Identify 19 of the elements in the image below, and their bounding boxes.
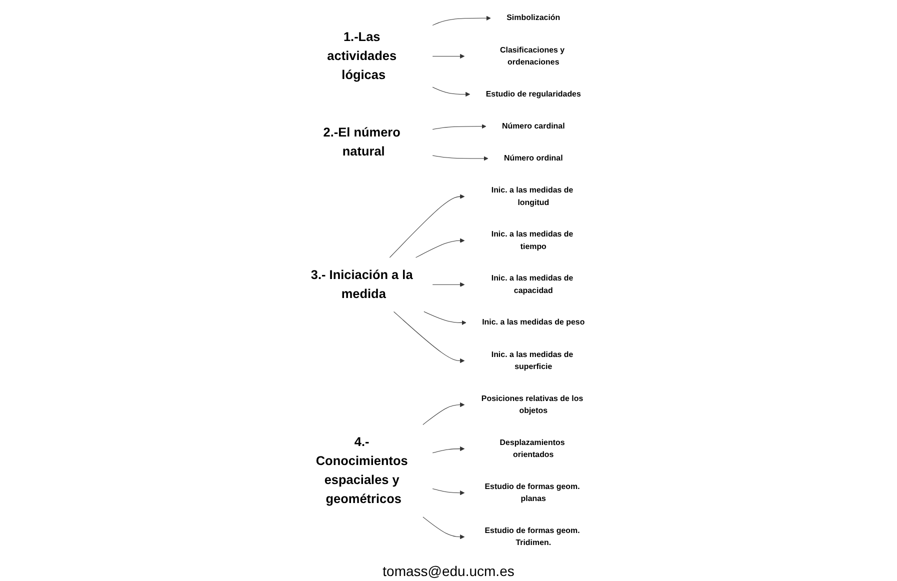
node-text: 3.- Iniciación a la medida xyxy=(310,268,413,302)
arrow xyxy=(422,402,465,425)
arrow xyxy=(389,194,465,258)
arrow xyxy=(432,16,491,26)
arrow xyxy=(416,238,465,258)
arrow xyxy=(432,124,486,130)
arrow xyxy=(432,86,470,97)
node-text: 2.-El número natural xyxy=(323,125,400,159)
arrow xyxy=(432,488,465,496)
arrow xyxy=(432,446,465,454)
arrow xyxy=(424,311,466,325)
arrow xyxy=(394,311,465,364)
arrow xyxy=(432,54,465,59)
email-note: tomass@edu.ucm.es xyxy=(382,563,514,579)
node-text: 4.- Conocimientos espaciales y geométricos xyxy=(316,434,408,506)
arrow xyxy=(422,516,465,540)
arrow xyxy=(432,282,465,287)
node-text: 1.-Las actividades lógicas xyxy=(327,30,397,82)
arrow xyxy=(432,155,488,161)
